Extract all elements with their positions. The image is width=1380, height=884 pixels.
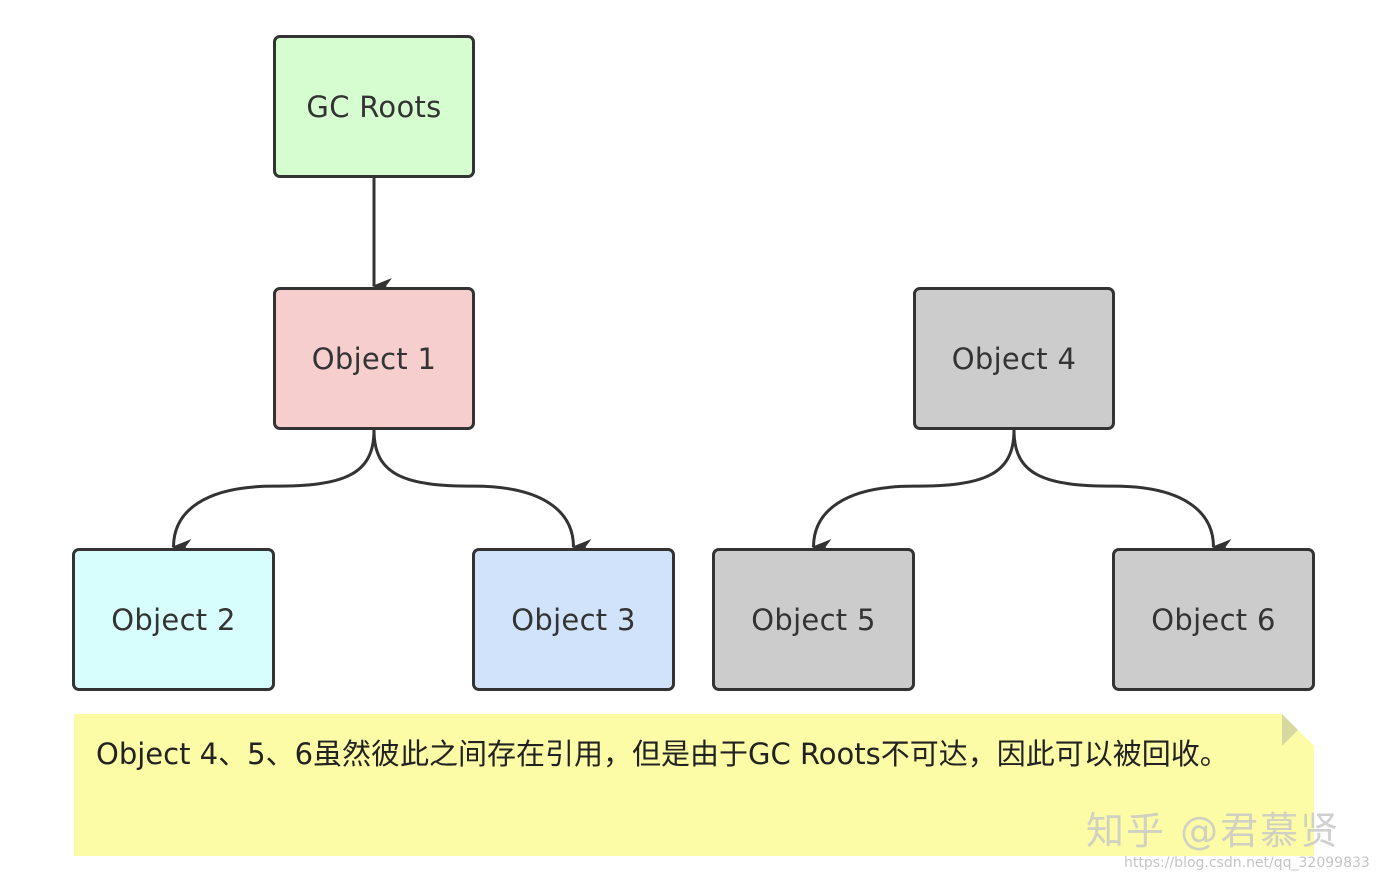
object-6-label: Object 6: [1151, 602, 1276, 637]
object-5-label: Object 5: [751, 602, 876, 637]
gc-roots-node[interactable]: GC Roots: [273, 35, 475, 178]
object-5-node[interactable]: Object 5: [712, 548, 915, 691]
gc-roots-label: GC Roots: [306, 89, 442, 124]
object-2-node[interactable]: Object 2: [72, 548, 275, 691]
source-url-watermark: https://blog.csdn.net/qq_32099833: [1124, 855, 1370, 871]
object-1-node[interactable]: Object 1: [273, 287, 475, 430]
object-4-label: Object 4: [951, 341, 1077, 376]
edge-arrow: [811, 429, 1016, 556]
note-fold-cutout: [1282, 714, 1314, 746]
object-4-node[interactable]: Object 4: [913, 287, 1115, 430]
object-2-label: Object 2: [111, 602, 236, 637]
object-3-label: Object 3: [511, 602, 636, 637]
note-box: Object 4、5、6虽然彼此之间存在引用，但是由于GC Roots不可达，因…: [74, 714, 1314, 856]
object-6-node[interactable]: Object 6: [1112, 548, 1315, 691]
edge-arrow: [1012, 429, 1232, 555]
edge-arrow: [171, 429, 376, 556]
object-1-label: Object 1: [311, 341, 437, 376]
zhihu-watermark: 知乎 @君慕贤: [1086, 809, 1341, 853]
edge-arrow: [372, 429, 592, 555]
note-text: Object 4、5、6虽然彼此之间存在引用，但是由于GC Roots不可达，因…: [96, 737, 1229, 771]
object-3-node[interactable]: Object 3: [472, 548, 675, 691]
